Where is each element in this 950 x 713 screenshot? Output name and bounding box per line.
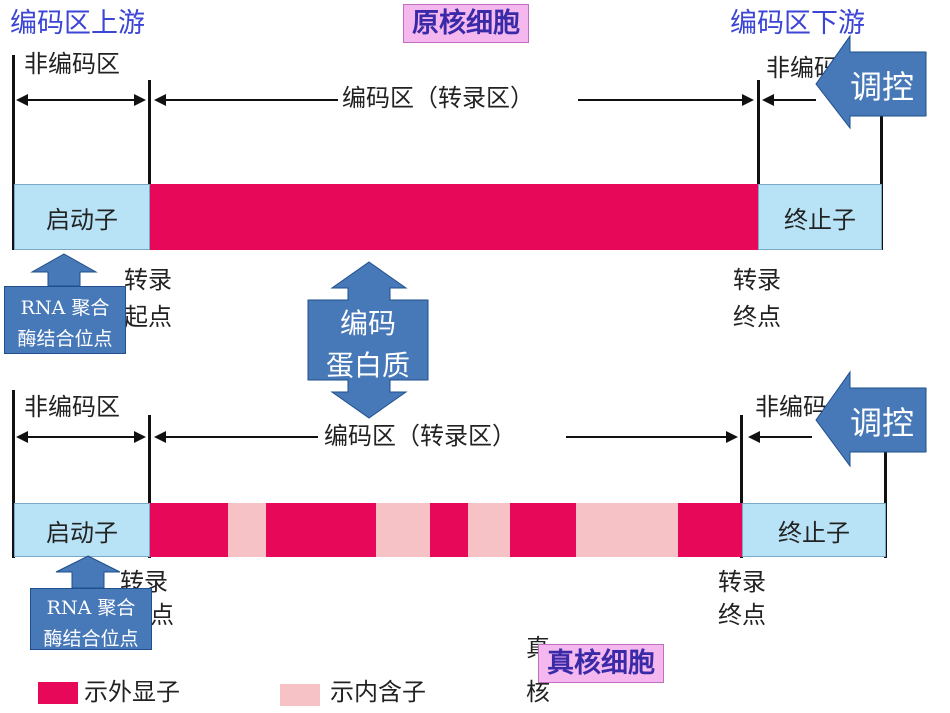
intron-segment [376,503,430,557]
boundary-line [12,55,15,250]
boundary-line [757,80,760,250]
boundary-line [740,415,743,558]
rna-pol-line1: RNA 聚合 [20,297,110,319]
rna-pol-line2: 酶结合位点 [43,628,139,650]
rna-pol-line2: 酶结合位点 [17,328,113,350]
coding-region-label: 编码区（转录区） [342,84,534,112]
left-arrow-icon [815,34,927,130]
boundary-line [148,415,151,558]
intron-legend-label: 示内含子 [330,678,426,706]
tx-end-label: 终点 [718,601,766,629]
terminator-segment: 终止子 [742,503,886,557]
promoter-label: 启动子 [46,205,118,234]
noncoding-left-label: 非编码区 [24,50,120,78]
arrowhead-left [762,94,774,106]
coding-arrow-right [578,99,748,101]
noncoding-arrow [752,436,812,438]
eukaryote-title: 真核细胞 [538,644,664,684]
arrowhead-left [16,94,28,106]
exon-segment [150,503,228,557]
terminator-label: 终止子 [784,205,856,234]
upstream-label: 编码区上游 [10,8,145,39]
arrowhead-right [742,94,754,106]
arrowhead-left [154,431,166,443]
regulate-label: 调控 [850,404,915,442]
exon-legend-label: 示外显子 [84,678,180,706]
encode-label-1: 编码 [339,307,396,340]
intron-segment [576,503,678,557]
promoter-segment: 启动子 [14,503,150,557]
encode-label-2: 蛋白质 [325,349,410,382]
boundary-line [148,80,151,250]
exon-segment [266,503,376,557]
coding-arrow-right [566,436,732,438]
boundary-line [12,390,15,558]
rna-pol-line1: RNA 聚合 [46,597,136,619]
noncoding-arrow [20,436,142,438]
arrowhead-right [134,94,146,106]
downstream-label: 编码区下游 [730,8,865,39]
noncoding-right-label: 非编码 [755,393,827,421]
prokaryote-title: 原核细胞 [403,4,529,44]
boundary-line [884,390,887,558]
noncoding-left-label: 非编码区 [24,393,120,421]
coding-segment [150,184,758,250]
arrowhead-left [154,94,166,106]
intron-swatch [280,684,320,706]
noncoding-arrow [20,99,142,101]
arrowhead-left [16,431,28,443]
boundary-line [880,55,883,250]
tx-start-label: 起点 [124,303,172,331]
exon-segment [510,503,576,557]
rna-polymerase-box: RNA 聚合 酶结合位点 [30,588,152,650]
tx-start-label: 点 [150,601,174,629]
coding-region-label: 编码区（转录区） [324,422,516,450]
tx-start-label: 转录 [124,266,172,294]
tx-end-label: 转录 [718,568,766,596]
promoter-segment: 启动子 [14,184,150,250]
intron-segment [468,503,510,557]
regulate-label: 调控 [850,68,915,106]
exon-swatch [38,682,78,704]
tx-end-label: 终点 [733,303,781,331]
intron-segment [228,503,266,557]
exon-segment [678,503,742,557]
stray-text: 核 [526,678,550,706]
arrowhead-left [748,431,760,443]
double-arrow-icon [307,261,429,419]
arrowhead-right [726,431,738,443]
terminator-segment: 终止子 [758,184,882,250]
up-arrow-icon [30,253,98,287]
arrowhead-right [134,431,146,443]
coding-arrow-left [158,436,318,438]
rna-polymerase-box: RNA 聚合 酶结合位点 [4,286,126,354]
exon-segment [430,503,468,557]
coding-arrow-left [158,99,338,101]
up-arrow-icon [55,555,121,589]
promoter-label: 启动子 [46,518,118,547]
tx-end-label: 转录 [733,266,781,294]
terminator-label: 终止子 [778,518,850,547]
noncoding-arrow [766,99,816,101]
left-arrow-icon [815,370,927,468]
